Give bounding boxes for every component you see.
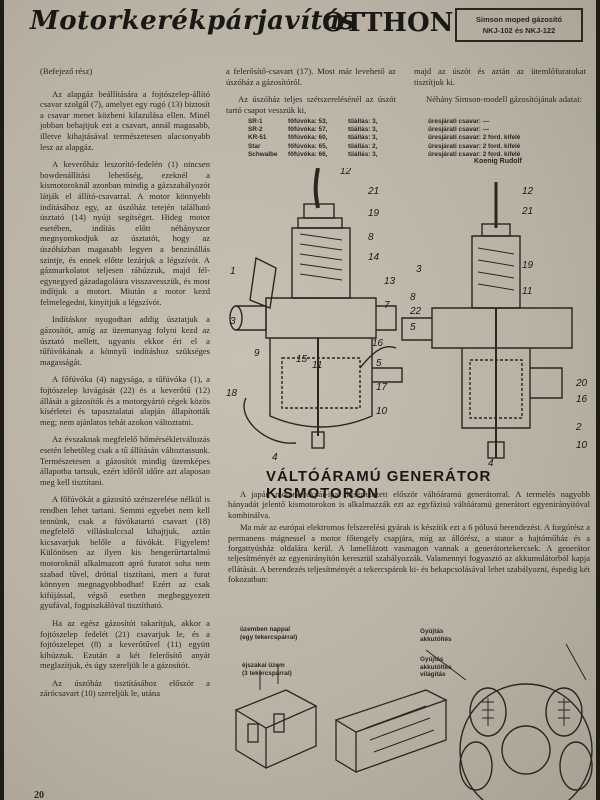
spec-needle: tűállás: 3,	[348, 126, 378, 134]
col2-paragraph: Az úszóház teljes szétszerelésénél az ús…	[226, 94, 396, 115]
callout-label: 5	[376, 358, 382, 369]
spec-idle-screw: üresjárati csavar: —	[428, 126, 490, 134]
header-title-otthon: OTTHON	[322, 8, 454, 38]
callout-label: 19	[368, 208, 380, 219]
generator-paragraph: A japán motorkerékpár-ipar kísérletezett…	[228, 489, 590, 520]
carburetor-spec-table: SR-1 főfúvóka: 53, tűállás: 3, üresjárat…	[248, 118, 586, 159]
callout-label: 4	[272, 452, 278, 463]
callout-label: 12	[522, 186, 534, 197]
callout-label: 14	[368, 252, 380, 263]
callout-label: 5	[410, 322, 416, 333]
spec-model: KR-51	[248, 134, 267, 142]
callout-label: 2	[575, 422, 582, 433]
spec-row: SR-1 főfúvóka: 53, tűállás: 3, üresjárat…	[248, 118, 586, 126]
callout-numbers: 12 21 19 8 14 13 7 1 3 9 16 5 17 10 4 18…	[226, 168, 588, 468]
callout-label: 17	[376, 382, 388, 393]
spec-row: KR-51 főfúvóka: 60, tűállás: 3, üresjára…	[248, 134, 586, 142]
spec-main-jet: főfúvóka: 66,	[288, 150, 328, 158]
header-box-line2: NKJ-102 és NKJ-122	[482, 26, 556, 35]
col1-paragraph: Ha az egész gázosítót takarítjuk, akkor …	[40, 617, 210, 671]
callout-label: 16	[576, 394, 588, 405]
label-ignition-charging: Gyújtás akkutöltés	[420, 628, 452, 643]
col2-paragraph: a felerősítő-csavart (17). Most már leve…	[226, 66, 396, 87]
callout-label: 12	[340, 168, 352, 177]
label-ignition-charging-lighting: Gyújtás akkutöltés világítás	[420, 656, 452, 679]
callout-label: 22	[409, 306, 422, 317]
callout-label: 8	[368, 232, 374, 243]
stator-small-drawing	[234, 664, 318, 770]
col1-paragraph: Az úszóház tisztításához először a záróc…	[40, 677, 210, 699]
label-day-mode: üzemben nappal (egy tekercspárral)	[240, 626, 298, 641]
spec-idle-screw: üresjárati csavar: 2 ford. kifelé	[428, 142, 521, 150]
spec-model: SR-2	[248, 126, 263, 134]
author-signature: Koenig Rudolf	[474, 158, 522, 165]
callout-label: 19	[522, 260, 534, 271]
callout-label: 7	[384, 300, 390, 311]
spec-idle-screw: üresjárati csavar: —	[428, 118, 490, 125]
header-title-script: Motorkerékpárjavítás	[30, 6, 356, 36]
header-info-box: Simson moped gázosító NKJ-102 és NKJ-122	[455, 8, 583, 42]
article-column-2: a felerősítő-csavart (17). Most már leve…	[226, 66, 396, 122]
callout-label: 13	[384, 276, 396, 287]
callout-label: 21	[521, 206, 533, 217]
carburetor-left-drawing	[229, 168, 403, 449]
callout-label: 10	[376, 406, 388, 417]
spec-main-jet: főfúvóka: 60,	[288, 134, 328, 142]
rotor-drawing	[334, 689, 448, 774]
spec-idle-screw: üresjárati csavar: 2 ford. kifelé	[428, 134, 521, 142]
carburetor-cross-section-diagrams: 12 21 19 8 14 13 7 1 3 9 16 5 17 10 4 18…	[226, 168, 588, 468]
col1-paragraph: A főfúvókát a gázosító szétszerelése nél…	[40, 494, 210, 611]
magazine-page: Motorkerékpárjavítás OTTHON Simson moped…	[4, 0, 596, 800]
callout-label: 3	[230, 316, 236, 327]
spec-needle: tűállás: 2,	[348, 142, 378, 150]
spec-main-jet: főfúvóka: 53,	[288, 118, 328, 125]
callout-label: 9	[254, 348, 260, 359]
callout-label: 20	[575, 378, 588, 389]
page-header: Motorkerékpárjavítás OTTHON Simson moped…	[22, 6, 583, 46]
spec-idle-screw: üresjárati csavar: 2 ford. kifelé	[428, 150, 521, 158]
callout-label: 1	[230, 266, 236, 277]
article-column-3: majd az úszót és aztán az ütemlőfuratoka…	[414, 66, 586, 112]
spec-model: Star	[248, 142, 261, 150]
callout-label: 11	[522, 286, 532, 297]
header-box-line1: Simson moped gázosító	[475, 15, 563, 24]
callout-label: 15	[296, 354, 308, 365]
col1-paragraph: A főfúvóka (4) nagysága, a tűfúvóka (1),…	[40, 374, 210, 427]
spec-needle: tűállás: 3,	[348, 150, 378, 158]
callout-label: 21	[367, 186, 379, 197]
col1-paragraph: Az évszaknak megfelelő hőmérsékletváltoz…	[40, 434, 210, 487]
col3-paragraph: majd az úszót és aztán az ütemlőfuratoka…	[414, 66, 586, 87]
callout-label: 4	[488, 458, 494, 468]
spec-main-jet: főfúvóka: 57,	[288, 126, 328, 134]
col1-paragraph: Indításkor nyugodtan addig úsztatjuk a g…	[40, 314, 210, 367]
col3-paragraph: Néhány Simson-modell gázosítójának adata…	[426, 94, 582, 105]
label-night-mode: éjszakai üzem (3 tekercspárral)	[242, 662, 292, 677]
carburetor-right-drawing	[401, 182, 573, 459]
col1-paragraph: Az alapgáz beállítására a fojtószelep-ál…	[40, 88, 210, 152]
article-intro: (Befejező rész)	[40, 66, 93, 76]
callout-label: 16	[372, 338, 384, 349]
generator-diagram	[234, 643, 593, 800]
callout-label: 10	[576, 440, 588, 451]
spec-row: SR-2 főfúvóka: 57, tűállás: 3, üresjárat…	[248, 126, 586, 134]
page-number: 20	[34, 790, 44, 800]
section-title-generator: VÁLTÓÁRAMÚ GENERÁTOR KISMOTORON	[266, 468, 492, 502]
generator-article: A japán motorkerékpár-ipar kísérletezett…	[228, 489, 590, 585]
spec-needle: tűállás: 3,	[348, 134, 378, 142]
spec-model: Schwalbe	[248, 150, 278, 158]
article-column-1: (Befejező rész) Az alapgáz beállítására …	[40, 66, 210, 706]
callout-label: 3	[416, 264, 422, 275]
callout-label: 8	[410, 292, 416, 303]
callout-label: 11	[312, 360, 322, 371]
spec-model: SR-1	[248, 118, 263, 125]
generator-paragraph: Ma már az európai elektromos felszerelés…	[228, 522, 590, 585]
spec-needle: tűállás: 3,	[348, 118, 378, 125]
col1-paragraph: A keverőház leszorító-fedelén (1) nincse…	[40, 159, 210, 307]
spec-main-jet: főfúvóka: 65,	[288, 142, 328, 150]
callout-label: 18	[226, 388, 238, 399]
spec-row: Schwalbe főfúvóka: 66, tűállás: 3, üresj…	[248, 151, 586, 159]
spec-row: Star főfúvóka: 65, tűállás: 2, üresjárat…	[248, 143, 586, 151]
stator-coils-drawing	[425, 643, 593, 800]
